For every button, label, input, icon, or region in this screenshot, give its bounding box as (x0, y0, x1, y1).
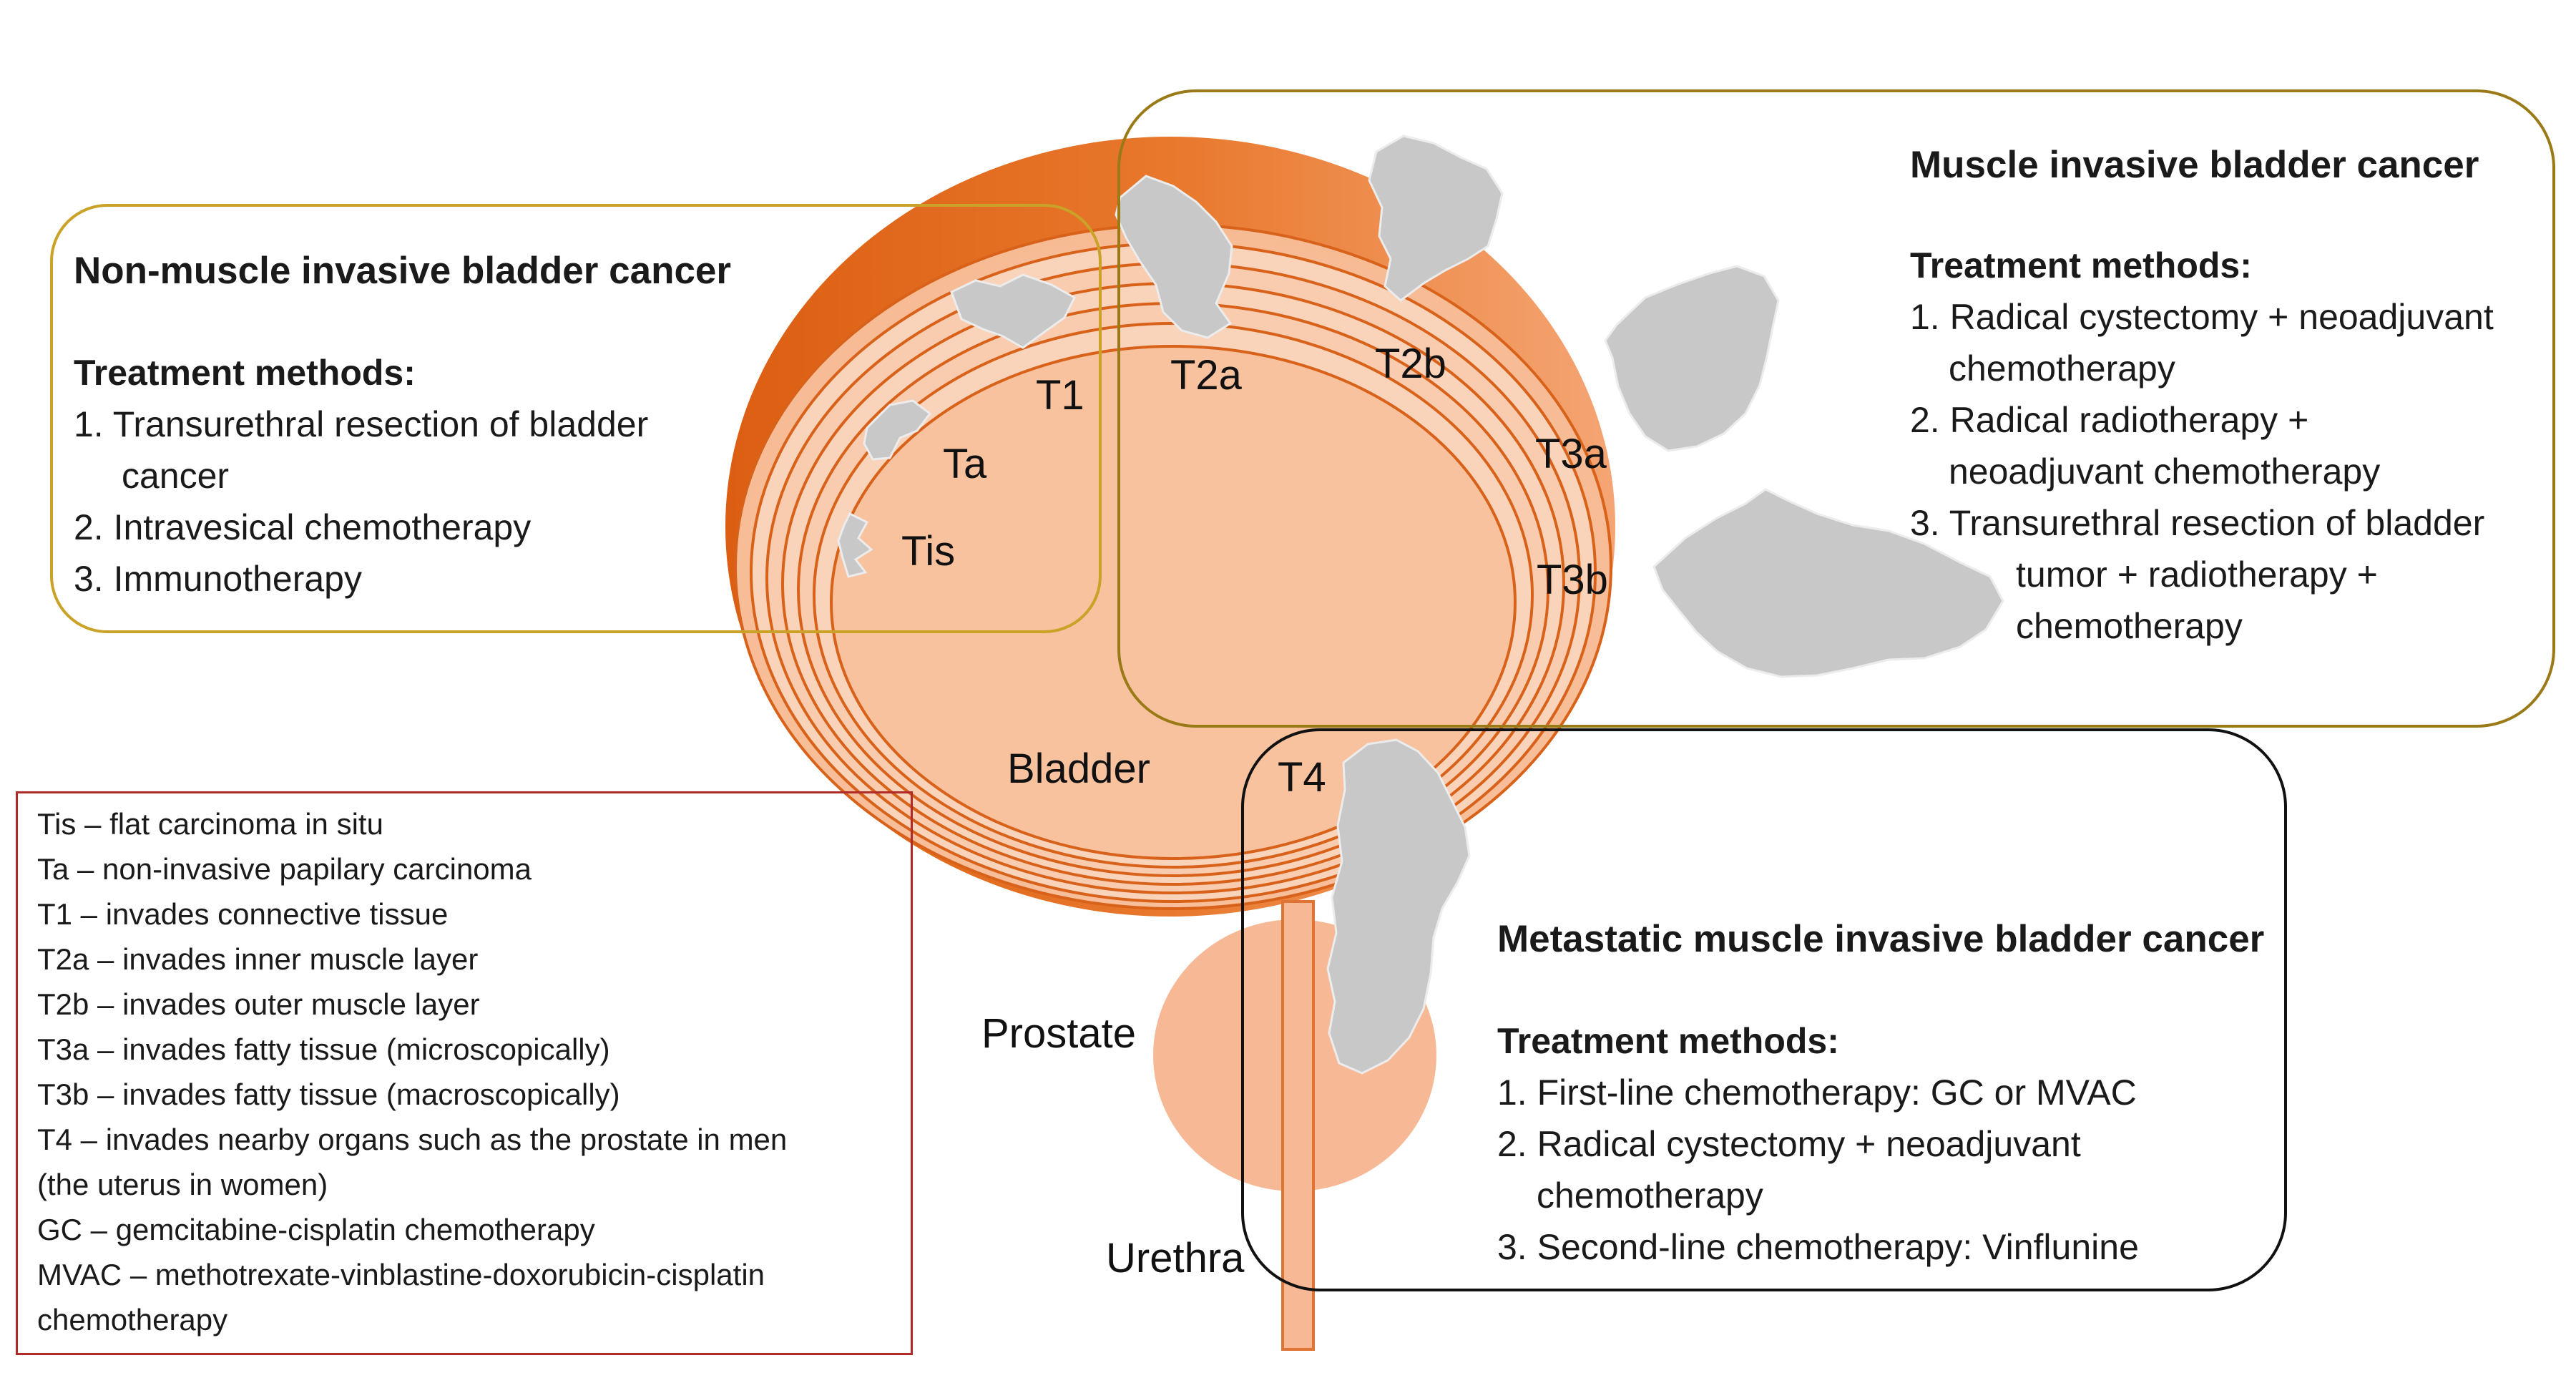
label-ta: Ta (943, 441, 987, 487)
mibc-box (1117, 89, 2555, 728)
mibc-item: chemotherapy (1949, 348, 2175, 389)
legend-entry: T2a – invades inner muscle layer (37, 942, 479, 976)
nmibc-item: 3. Immunotherapy (74, 559, 362, 599)
legend-entry: Tis – flat carcinoma in situ (37, 807, 383, 841)
metastatic-box (1241, 728, 2287, 1291)
tumor-t2a (1115, 175, 1233, 339)
mibc-item: 1. Radical cystectomy + neoadjuvant (1910, 297, 2494, 337)
label-tis: Tis (901, 528, 955, 575)
label-bladder: Bladder (1007, 746, 1150, 792)
label-t2b: T2b (1375, 341, 1446, 387)
metastatic-treatment-heading: Treatment methods: (1497, 1021, 1839, 1061)
nmibc-item: cancer (122, 456, 230, 496)
legend-entry: (the uterus in women) (37, 1168, 328, 1201)
mibc-title: Muscle invasive bladder cancer (1910, 144, 2479, 186)
label-t3b: T3b (1537, 557, 1608, 603)
metastatic-item: 1. First-line chemotherapy: GC or MVAC (1497, 1072, 2137, 1113)
tumor-t1 (950, 273, 1076, 349)
metastatic-item: chemotherapy (1537, 1176, 1763, 1216)
metastatic-item: 2. Radical cystectomy + neoadjuvant (1497, 1124, 2081, 1164)
legend-entry: T2b – invades outer muscle layer (37, 987, 480, 1021)
tumor-ta (863, 399, 932, 461)
nmibc-box (50, 204, 1102, 633)
tumor-t3a (1604, 265, 1780, 452)
legend-entry: T4 – invades nearby organs such as the p… (37, 1123, 788, 1156)
tumor-tis (837, 512, 873, 578)
nmibc-treatment-heading: Treatment methods: (74, 353, 416, 393)
mibc-item: tumor + radiotherapy + (2016, 554, 2378, 595)
legend-box (16, 791, 913, 1355)
tumor-t3b (1652, 488, 2004, 678)
legend-entry: T3b – invades fatty tissue (macroscopica… (37, 1078, 620, 1111)
metastatic-title: Metastatic muscle invasive bladder cance… (1497, 918, 2265, 960)
label-urethra: Urethra (1106, 1235, 1245, 1281)
nmibc-item: 2. Intravesical chemotherapy (74, 507, 532, 547)
tumor-t4 (1326, 738, 1471, 1075)
legend-entry: Ta – non-invasive papilary carcinoma (37, 852, 532, 886)
mibc-item: neoadjuvant chemotherapy (1949, 451, 2381, 492)
label-prostate: Prostate (981, 1010, 1136, 1057)
nmibc-title: Non-muscle invasive bladder cancer (74, 250, 732, 292)
legend-entry: T3a – invades fatty tissue (microscopica… (37, 1032, 610, 1066)
metastatic-item: 3. Second-line chemotherapy: Vinflunine (1497, 1227, 2139, 1267)
label-t1: T1 (1036, 372, 1084, 419)
legend-entry: MVAC – methotrexate-vinblastine-doxorubi… (37, 1258, 765, 1291)
mibc-treatment-heading: Treatment methods: (1910, 245, 2252, 285)
legend-entry: T1 – invades connective tissue (37, 897, 449, 931)
label-t3a: T3a (1535, 431, 1607, 477)
legend-entry: chemotherapy (37, 1303, 228, 1337)
tumor-t2b (1368, 135, 1504, 302)
nmibc-item: 1. Transurethral resection of bladder (74, 404, 649, 444)
legend-entry: GC – gemcitabine-cisplatin chemotherapy (37, 1213, 595, 1246)
mibc-item: chemotherapy (2016, 606, 2243, 646)
label-t2a: T2a (1170, 352, 1243, 399)
mibc-item: 3. Transurethral resection of bladder (1910, 503, 2485, 543)
mibc-item: 2. Radical radiotherapy + (1910, 400, 2309, 440)
